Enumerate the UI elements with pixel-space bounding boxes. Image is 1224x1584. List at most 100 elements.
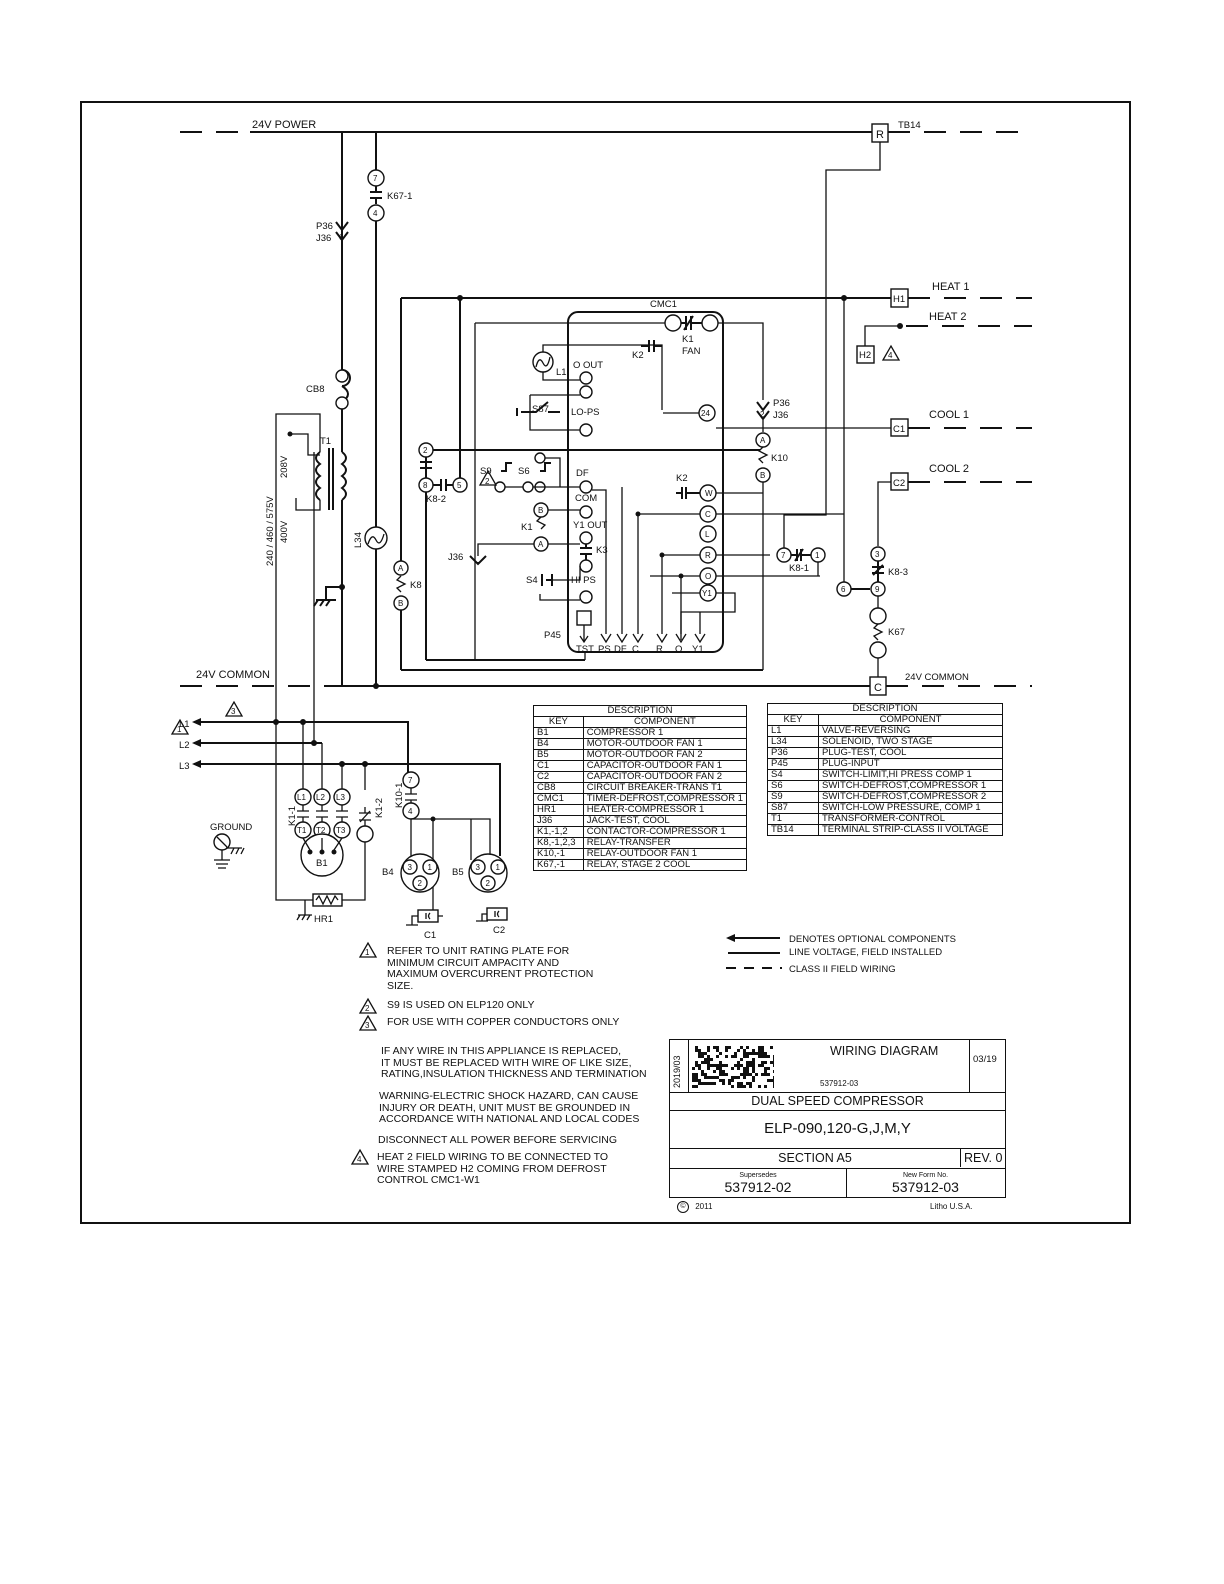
s87-switch [516, 401, 560, 416]
legend-right-key: TB14 [767, 824, 819, 836]
copyright: © 2011 [677, 1201, 712, 1213]
k1-fan-right [701, 314, 719, 332]
note-3-number: 3 [231, 707, 236, 716]
legend-right-component: SWITCH-LOW PRESSURE, COMP 1 [818, 802, 1003, 814]
secondary-ground-icon [313, 586, 342, 607]
hr1-feed [342, 842, 366, 901]
cool2-label: COOL 2 [929, 463, 969, 475]
fan-motor-lead-label: 1 [428, 863, 433, 872]
j36-label: J36 [316, 233, 331, 244]
k8-1-contact [791, 548, 811, 562]
k8-3-label: K8-3 [888, 567, 908, 578]
k2b-contact [676, 487, 700, 499]
fan-motor-lead [490, 859, 506, 875]
k8-2-pin-5-label: 5 [457, 481, 462, 490]
p45-pin-label: R [656, 644, 663, 655]
wire-legend-optional: DENOTES OPTIONAL COMPONENTS [789, 934, 956, 945]
c1-terminal-label: C1 [893, 424, 905, 435]
k8-1-feed [783, 142, 881, 548]
p45-pin-label: Y1 [692, 644, 704, 655]
k8-2-contact [433, 479, 453, 491]
cmc1-terminal-label: W [705, 489, 713, 498]
fan-motor-lead [412, 875, 428, 891]
replace-line: RATING,INSULATION THICKNESS AND TERMINAT… [381, 1068, 647, 1080]
v208-label: 208V [279, 455, 290, 478]
legend-left-key: CMC1 [533, 793, 584, 805]
note-1-line: MINIMUM CIRCUIT AMPACITY AND [387, 956, 560, 969]
legend-left-key: C2 [533, 771, 584, 783]
c2-label: C2 [493, 925, 505, 936]
fan-motor-lead [422, 859, 438, 875]
s87-wiring [529, 394, 580, 431]
note-2-text: S9 IS USED ON ELP120 ONLY [387, 999, 535, 1011]
warning-line: WARNING-ELECTRIC SHOCK HAZARD, CAN CAUSE [379, 1090, 639, 1102]
p45-pin [694, 633, 706, 644]
fan-motor-lead [480, 875, 496, 891]
legend-right-component-header: COMPONENT [818, 714, 1003, 726]
k1-line-terminal-label: L3 [336, 793, 345, 802]
s4-label: S4 [526, 575, 538, 586]
s4-switch [541, 574, 553, 586]
s9-label: S9 [480, 466, 492, 477]
k1-fan-contact [681, 315, 702, 331]
note-1-number: 1 [177, 725, 182, 734]
k10-1-label: K10-1 [394, 783, 405, 808]
b4-label: B4 [382, 867, 394, 878]
k67-coil-top [869, 607, 887, 625]
o-junction [678, 573, 684, 579]
p45-pin-label: DF [614, 644, 627, 655]
p36-pin-label: 6 [339, 233, 344, 242]
k67-1-contact [370, 186, 382, 204]
j36c-label: J36 [773, 410, 788, 421]
p45-pin [656, 633, 668, 644]
p45-pin-label: C [632, 644, 639, 655]
legend-left-component: CAPACITOR-OUTDOOR FAN 1 [582, 760, 748, 772]
p45-pin-tst [579, 625, 589, 644]
k8-3-contact [872, 561, 884, 582]
p45-label: P45 [544, 630, 561, 641]
k8-coil [395, 575, 407, 593]
l34-coil-icon [367, 533, 385, 545]
k67-coil [872, 623, 884, 641]
legend-right-key: S6 [767, 780, 819, 792]
k1-contact [336, 805, 348, 822]
note-3: FOR USE WITH COPPER CONDUCTORS ONLY [387, 1016, 619, 1029]
legend-right-key: S87 [767, 802, 819, 814]
p45-pin [616, 633, 628, 644]
k10-coil [757, 446, 769, 464]
p36-label: P36 [316, 221, 333, 232]
k67-1-label: K67-1 [387, 191, 412, 202]
hi-ps-top-terminal [579, 559, 593, 573]
wire-legend-line-voltage: LINE VOLTAGE, FIELD INSTALLED [789, 947, 942, 958]
k8-1-label: K8-1 [789, 563, 809, 574]
fan-motor-lead-label: 3 [476, 863, 481, 872]
p45-pin [632, 633, 644, 644]
legend-left-component: RELAY, STAGE 2 COOL [582, 859, 748, 871]
cb8-top-terminal [335, 369, 349, 383]
l1-junction [273, 719, 279, 725]
optional-arrowhead [726, 934, 735, 942]
shock-warning: WARNING-ELECTRIC SHOCK HAZARD, CAN CAUSE… [379, 1090, 639, 1126]
qr-code-icon [692, 1046, 774, 1088]
df-terminal [579, 480, 593, 494]
fan-motor-lead [470, 859, 486, 875]
legend-right-key: S4 [767, 769, 819, 781]
hr1-element-icon [315, 894, 339, 906]
note-4-triangle [881, 344, 901, 361]
legend-left-key: K1,-1,2 [533, 826, 584, 838]
disconnect-notice: DISCONNECT ALL POWER BEFORE SERVICING [378, 1134, 617, 1147]
s6-label: S6 [518, 466, 530, 477]
p45-pin [600, 633, 612, 644]
replacement-notice: IF ANY WIRE IN THIS APPLIANCE IS REPLACE… [381, 1045, 647, 1081]
form-row: Supersedes 537912-02 New Form No. 537912… [670, 1168, 1005, 1197]
h2-terminal-label: H2 [859, 350, 871, 361]
form-small: 537912-03 [820, 1079, 859, 1088]
k67-1-pin-4-label: 4 [373, 209, 378, 218]
supersedes-value: 537912-02 [724, 1179, 792, 1195]
lo-ps-label: LO-PS [571, 407, 600, 418]
